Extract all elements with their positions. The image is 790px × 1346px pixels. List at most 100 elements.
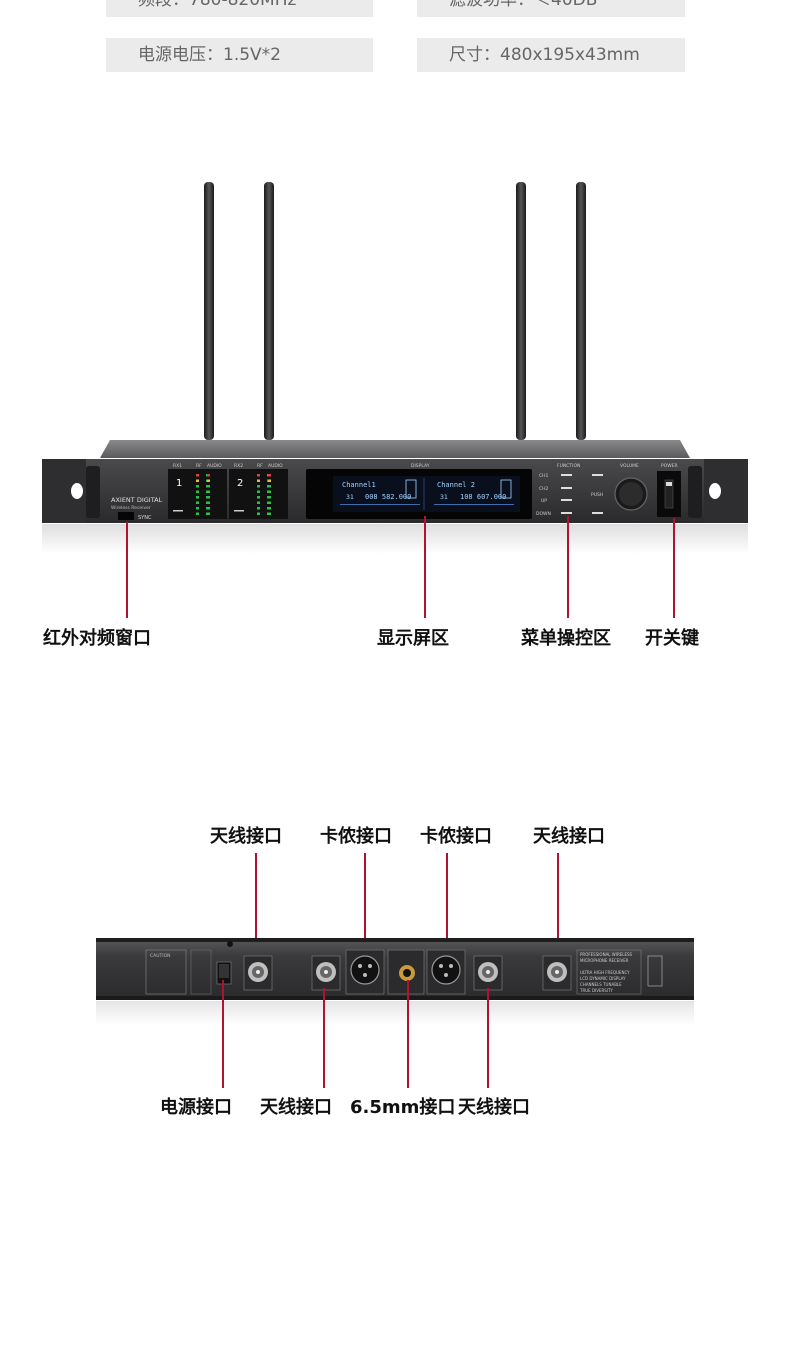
svg-text:AUDIO: AUDIO <box>207 463 222 469</box>
svg-text:LCD DYNAMIC DISPLAY: LCD DYNAMIC DISPLAY <box>580 976 626 981</box>
svg-text:RF: RF <box>257 463 263 469</box>
lcd-display-screen <box>333 476 520 512</box>
button-ch2 <box>561 487 572 489</box>
weee-icon <box>647 955 663 987</box>
meter-led <box>207 507 210 510</box>
level-meters <box>196 474 271 515</box>
button-ch1 <box>561 474 572 476</box>
button-down <box>561 512 572 514</box>
callout-line-rear-ant-br <box>487 988 489 1088</box>
svg-text:RX2: RX2 <box>234 463 243 469</box>
rear-chassis <box>96 938 694 1000</box>
svg-text:UP: UP <box>541 498 547 504</box>
bnc-antenna-1 <box>243 955 273 991</box>
caution-label <box>145 949 187 995</box>
svg-text:AUDIO: AUDIO <box>268 463 283 469</box>
meter-led <box>268 485 271 488</box>
label-rear-power: 电源接口 <box>160 1097 232 1118</box>
button-up <box>561 499 572 501</box>
meter-led <box>207 501 210 504</box>
jack-6-5mm <box>387 949 425 995</box>
svg-text:POWER: POWER <box>661 463 678 469</box>
dc-power-jack <box>216 961 232 985</box>
meter-led <box>207 496 210 499</box>
meter-led <box>196 507 199 510</box>
meter-led <box>257 507 260 510</box>
meter-led <box>257 496 260 499</box>
meter-led <box>196 474 199 477</box>
meter-led <box>268 479 271 482</box>
meter-led <box>196 479 199 482</box>
sync-text: SYNC <box>138 515 152 521</box>
callout-line-rear-ant-bl <box>323 988 325 1088</box>
meter-led <box>268 496 271 499</box>
svg-text:FUNCTION: FUNCTION <box>557 463 580 469</box>
meter-led <box>268 474 271 477</box>
label-display-area: 显示屏区 <box>377 628 449 649</box>
meter-led <box>268 501 271 504</box>
callout-line-display <box>424 516 426 618</box>
antenna-4 <box>576 182 586 440</box>
svg-text:31: 31 <box>346 493 354 501</box>
bnc-antenna-2 <box>311 955 341 991</box>
bnc-antenna-4 <box>542 955 572 991</box>
svg-text:RF: RF <box>196 463 202 469</box>
svg-text:DISPLAY: DISPLAY <box>411 463 430 469</box>
meter-led <box>207 490 210 493</box>
callout-line-ir <box>126 522 128 618</box>
callout-line-menu <box>567 516 569 618</box>
svg-text:1: 1 <box>176 478 182 489</box>
callout-line-rear-power <box>222 980 224 1088</box>
meter-led <box>268 507 271 510</box>
meter-led <box>207 485 210 488</box>
callout-line-switch <box>673 518 675 618</box>
callout-line-rear-xlr-l <box>364 853 366 961</box>
lcd-channel2-label: Channel 2 <box>437 481 475 489</box>
brand-text: AXIENT DIGITAL <box>111 496 163 504</box>
spec-filter: 滤波功率：＜40DB <box>417 0 685 17</box>
label-rear-xlr-left: 卡侬接口 <box>320 826 392 847</box>
svg-text:MICROPHONE RECEIVER: MICROPHONE RECEIVER <box>580 958 629 963</box>
svg-text:RX1: RX1 <box>173 463 182 469</box>
spec-power-voltage: 电源电压：1.5V*2 <box>106 38 373 72</box>
meter-led <box>196 496 199 499</box>
label-menu-control: 菜单操控区 <box>521 628 611 649</box>
svg-text:CHANNELS TUNABLE: CHANNELS TUNABLE <box>580 982 622 987</box>
ir-sync-window <box>118 512 134 520</box>
meter-led <box>196 512 199 515</box>
label-rear-antenna-bottom-right: 天线接口 <box>458 1097 530 1118</box>
svg-text:CH2: CH2 <box>539 486 549 492</box>
label-rear-antenna-bottom-left: 天线接口 <box>260 1097 332 1118</box>
label-rear-xlr-right: 卡侬接口 <box>420 826 492 847</box>
label-rear-antenna-top-left: 天线接口 <box>210 826 282 847</box>
meter-led <box>257 474 260 477</box>
spec-size: 尺寸：480x195x43mm <box>417 38 685 72</box>
lcd-freq1: 008 582.000 <box>365 493 411 501</box>
meter-led <box>268 512 271 515</box>
antenna-group-front <box>204 182 586 440</box>
lcd-freq2: 108 607.000 <box>460 493 506 501</box>
svg-text:PUSH: PUSH <box>591 492 603 498</box>
right-handle <box>688 466 702 518</box>
svg-text:DOWN: DOWN <box>536 511 551 517</box>
label-power-switch: 开关键 <box>645 628 699 649</box>
bnc-antenna-3 <box>473 955 503 991</box>
callout-line-rear-xlr-r <box>446 853 448 961</box>
callout-line-rear-ant-tl <box>255 853 257 961</box>
meter-led <box>207 479 210 482</box>
front-panel-illustration: AXIENT DIGITAL Wireless Receiver SYNC RX… <box>42 182 748 554</box>
left-handle <box>86 466 100 518</box>
label-rear-jack: 6.5mm接口 <box>350 1097 456 1118</box>
svg-text:CH1: CH1 <box>539 473 549 479</box>
label-rear-antenna-top-right: 天线接口 <box>533 826 605 847</box>
meter-led <box>257 479 260 482</box>
meter-led <box>196 501 199 504</box>
meter-led <box>196 490 199 493</box>
callout-line-rear-ant-tr <box>557 853 559 961</box>
meter-led <box>257 512 260 515</box>
antenna-1 <box>204 182 214 440</box>
antenna-3 <box>516 182 526 440</box>
lcd-channel1-label: Channel1 <box>342 481 376 489</box>
svg-text:CAUTION: CAUTION <box>150 953 171 959</box>
meter-led <box>196 485 199 488</box>
